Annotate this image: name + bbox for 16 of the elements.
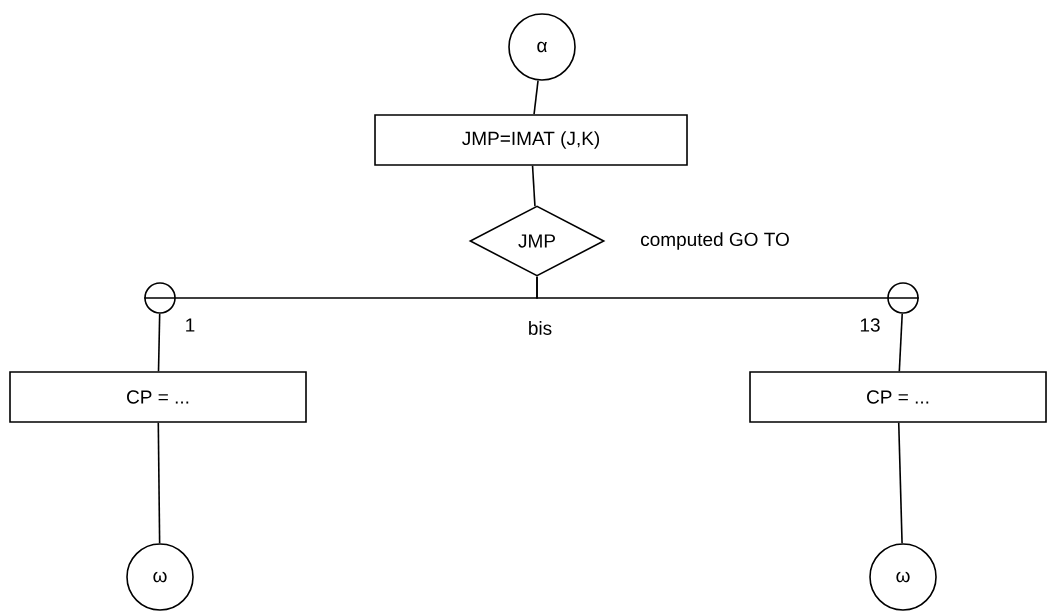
branch-number: 1 [186,318,195,332]
connector-line [898,312,903,372]
connector-line [897,422,903,544]
annotation-text: computed GO TO [641,232,789,250]
process-box: CP = ... [9,371,307,423]
connector-line [536,276,920,299]
branch-number: 13 [860,318,880,332]
connector-circle [144,282,176,314]
annotation-text: bis [529,321,552,335]
connector-circle [887,282,919,314]
process-box: CP = ... [749,371,1047,423]
connector-line [531,165,536,208]
connector-line [157,422,161,544]
connector-line [157,313,161,372]
process-box: JMP=IMAT (J,K) [374,114,688,166]
connector-line [533,79,539,115]
